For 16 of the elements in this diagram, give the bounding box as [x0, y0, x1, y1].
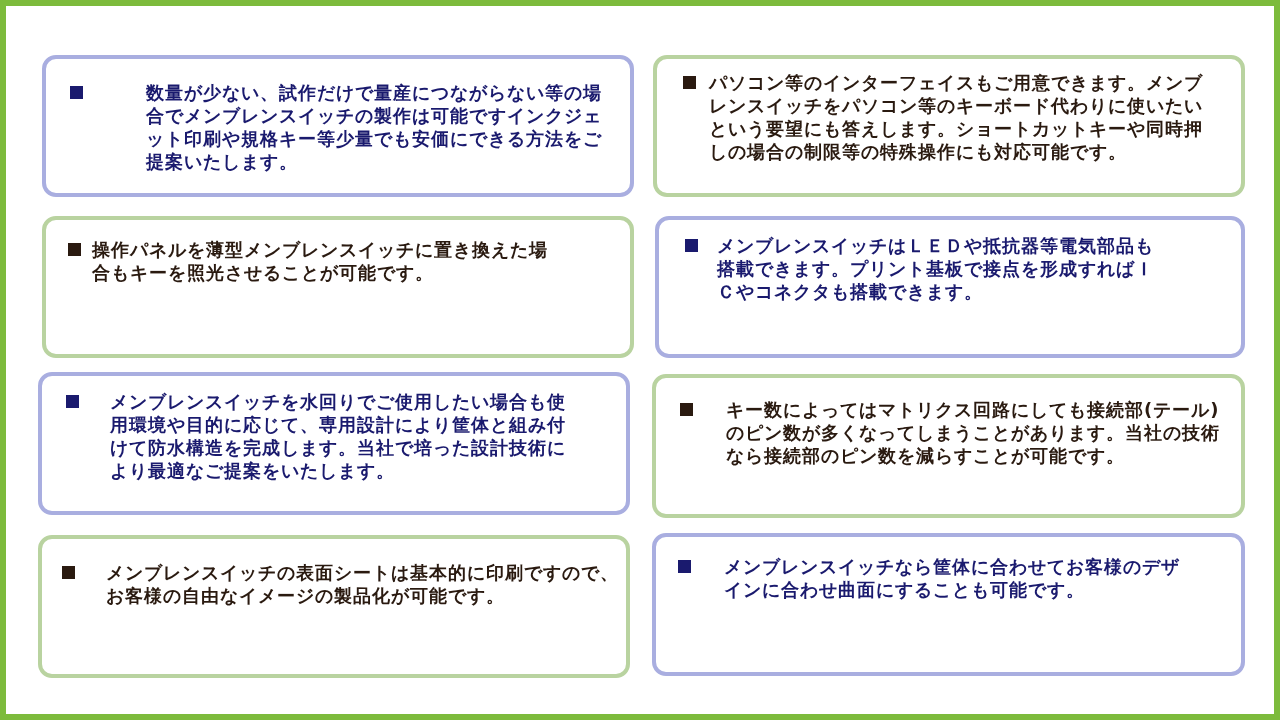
text-box [38, 372, 630, 515]
text-box [652, 533, 1245, 676]
description-text: パソコン等のインターフェイスもご用意できます。メンブレンスイッチをパソコン等のキーボード代わりに使いたいという要望にも答えします。ショートカットキーや同時押しの場合の制限等の特殊操作にも対応可能です。 [709, 71, 1204, 163]
description-text: キー数によってはマトリクス回路にしても接続部(テール)のピン数が多くなってしまうことがあります。当社の技術なら接続部のピン数を減らすことが可能です。 [726, 398, 1221, 467]
description-text: 操作パネルを薄型メンブレンスイッチに置き換えた場合もキーを照光させることが可能です。 [92, 238, 549, 284]
description-text: 数量が少ない、試作だけで量産につながらない等の場合でメンブレンスイッチの製作は可能ですインクジェット印刷や規格キー等少量でも安価にできる方法をご提案いたします。 [146, 81, 603, 173]
text-box [38, 535, 630, 678]
description-text: メンブレンスイッチの表面シートは基本的に印刷ですので、お客様の自由なイメージの製品化が可能です。 [106, 561, 620, 607]
text-box [42, 55, 634, 197]
text-box [655, 216, 1245, 358]
text-box [42, 216, 634, 358]
text-box [653, 55, 1245, 197]
description-text: メンブレンスイッチを水回りでご使用したい場合も使用環境や目的に応じて、専用設計により筐体と組み付けて防水構造を完成します。当社で培った設計技術により最適なご提案をいたします。 [110, 390, 567, 482]
text-box [652, 374, 1245, 518]
description-text: メンブレンスイッチなら筐体に合わせてお客様のデザインに合わせ曲面にすることも可能です。 [724, 555, 1181, 601]
description-text: メンブレンスイッチはＬＥＤや抵抗器等電気部品も搭載できます。プリント基板で接点を形成すればＩＣやコネクタも搭載できます。 [717, 234, 1155, 303]
